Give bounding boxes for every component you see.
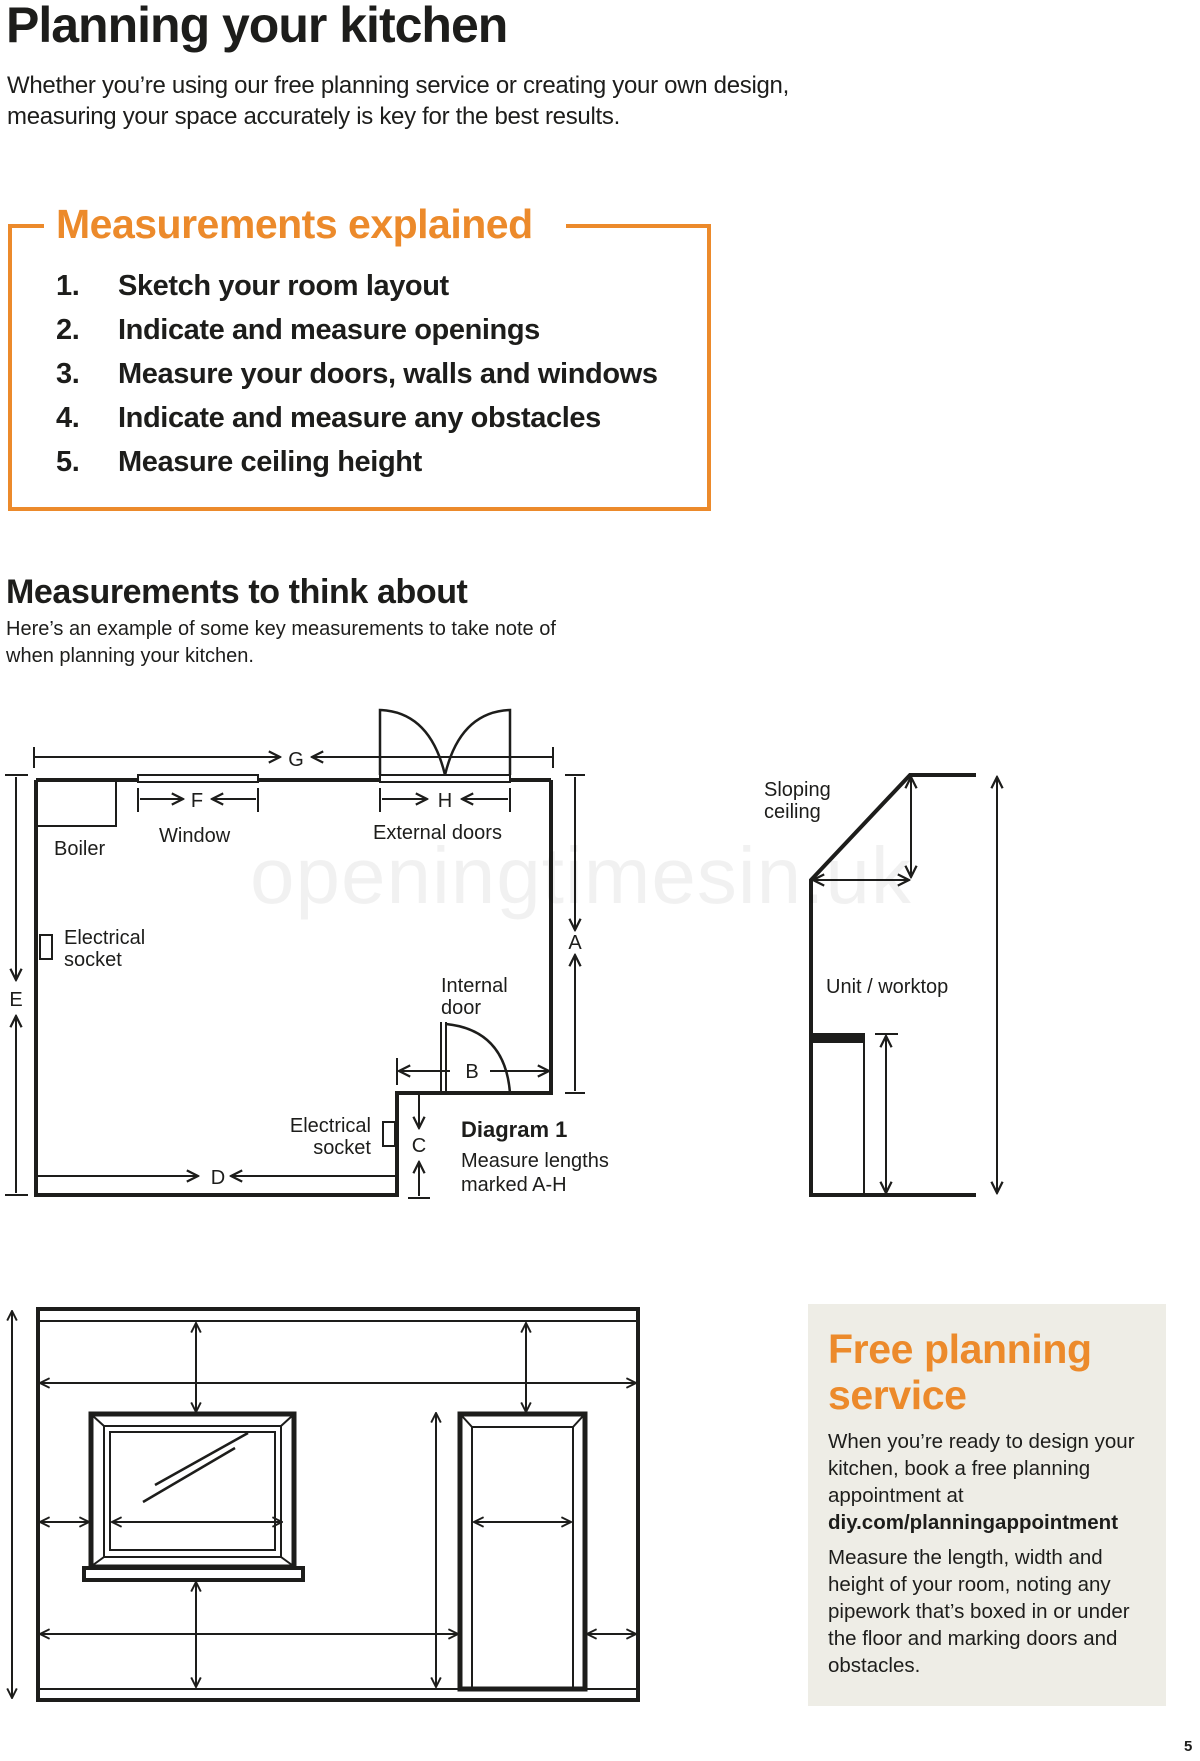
measurements-explained-title: Measurements explained — [56, 201, 533, 247]
planning-appointment-link[interactable]: diy.com/planningappointment — [828, 1511, 1119, 1534]
sloping-ceiling-label-line1: Sloping — [764, 779, 831, 801]
dim-label-h: H — [438, 790, 452, 812]
internal-door-label-line1: Internal — [441, 975, 508, 997]
boiler-label: Boiler — [54, 838, 105, 860]
step-number: 2. — [56, 314, 80, 346]
step-item: 1. Sketch your room layout — [56, 264, 658, 308]
socket-label-line1: Electrical — [64, 927, 145, 949]
socket-2-label-line1: Electrical — [290, 1115, 371, 1137]
step-number: 3. — [56, 358, 80, 390]
free-planning-promo: Free planning service When you’re ready … — [808, 1304, 1166, 1706]
promo-text: When you’re ready to design your kitchen… — [828, 1428, 1158, 1536]
promo-title: Free planning service — [828, 1326, 1092, 1418]
external-doors-label: External doors — [373, 822, 502, 844]
step-text: Measure your doors, walls and windows — [118, 358, 658, 390]
step-text: Measure ceiling height — [118, 446, 422, 478]
step-text: Sketch your room layout — [118, 270, 449, 302]
step-number: 4. — [56, 402, 80, 434]
measurements-explained-box — [8, 224, 711, 511]
step-item: 3. Measure your doors, walls and windows — [56, 352, 658, 396]
wall-elevation-diagram — [0, 1307, 640, 1702]
dim-label-f: F — [191, 790, 203, 812]
step-item: 5. Measure ceiling height — [56, 440, 658, 484]
promo-body: When you’re ready to design your kitchen… — [828, 1430, 1135, 1507]
socket-2-label-line2: socket — [313, 1137, 371, 1159]
floor-plan-labels: G F H A B C D E Boiler Window External d… — [9, 749, 609, 1196]
sloping-ceiling-diagram — [809, 773, 997, 1197]
page-title: Planning your kitchen — [6, 0, 508, 53]
diagram-caption-line2: marked A-H — [461, 1174, 567, 1196]
page-number: 5 — [1184, 1738, 1193, 1755]
promo-text-2: Measure the length, width and height of … — [828, 1546, 1130, 1677]
diagram-caption-line1: Measure lengths — [461, 1150, 609, 1172]
unit-worktop-label: Unit / worktop — [826, 976, 948, 998]
dim-label-e: E — [9, 989, 22, 1011]
sloping-ceiling-label-line2: ceiling — [764, 801, 821, 823]
window-label: Window — [159, 825, 231, 847]
step-number: 1. — [56, 270, 80, 302]
step-number: 5. — [56, 446, 80, 478]
box-top-border-right — [566, 224, 711, 228]
dim-label-g: G — [288, 749, 304, 771]
think-about-subtitle: Here’s an example of some key measuremen… — [6, 618, 556, 667]
dim-label-a: A — [568, 932, 582, 954]
intro-text: Whether you’re using our free planning s… — [7, 72, 789, 130]
box-top-border-left — [8, 224, 44, 228]
step-item: 2. Indicate and measure openings — [56, 308, 658, 352]
diagram-caption-title: Diagram 1 — [461, 1117, 567, 1142]
think-about-title: Measurements to think about — [6, 573, 468, 611]
internal-door-label-line2: door — [441, 997, 481, 1019]
dim-label-b: B — [465, 1061, 478, 1083]
dim-label-d: D — [211, 1167, 225, 1189]
steps-list: 1. Sketch your room layout 2. Indicate and… — [56, 264, 658, 484]
step-item: 4. Indicate and measure any obstacles — [56, 396, 658, 440]
dim-label-c: C — [412, 1135, 426, 1157]
step-text: Indicate and measure openings — [118, 314, 540, 346]
socket-label-line2: socket — [64, 949, 122, 971]
step-text: Indicate and measure any obstacles — [118, 402, 601, 434]
floor-plan-diagram: G F H A B C D E Boiler Window External d… — [5, 708, 1200, 1199]
